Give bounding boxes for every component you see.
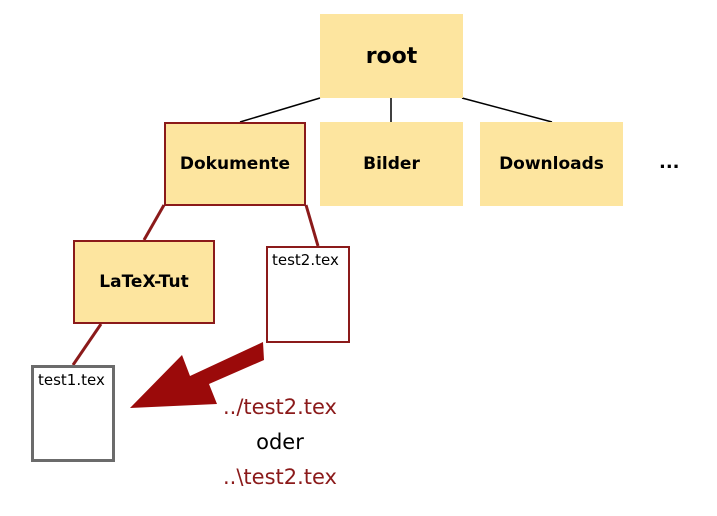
file-test1-label: test1.tex [38,371,105,389]
edge-dokumente-test2 [304,204,320,247]
relative-path-windows: ..\test2.tex [222,465,337,489]
edge-root-dokumente [239,97,321,123]
edge-dokumente-latextut [142,204,166,241]
file-test1: test1.tex [31,365,115,462]
folder-downloads: Downloads [480,122,623,206]
relative-path-unix: ../test2.tex [222,395,337,419]
folder-root: root [320,14,463,98]
folder-dokumente: Dokumente [164,122,306,206]
folder-dokumente-label: Dokumente [179,154,291,174]
folder-latex-tut: LaTeX-Tut [73,240,215,324]
relative-path-conjunction: oder [256,430,304,454]
folder-latex-tut-label: LaTeX-Tut [99,272,189,292]
edge-root-downloads [461,97,553,123]
file-test2-label: test2.tex [272,251,339,269]
folder-downloads-label: Downloads [499,154,604,174]
edge-latextut-test1 [71,323,103,366]
folder-root-label: root [365,43,418,69]
relative-path-arrow [130,342,264,408]
folder-bilder: Bilder [320,122,463,206]
file-test2: test2.tex [266,246,350,343]
more-folders-ellipsis: ... [659,152,680,173]
folder-bilder-label: Bilder [363,154,420,174]
